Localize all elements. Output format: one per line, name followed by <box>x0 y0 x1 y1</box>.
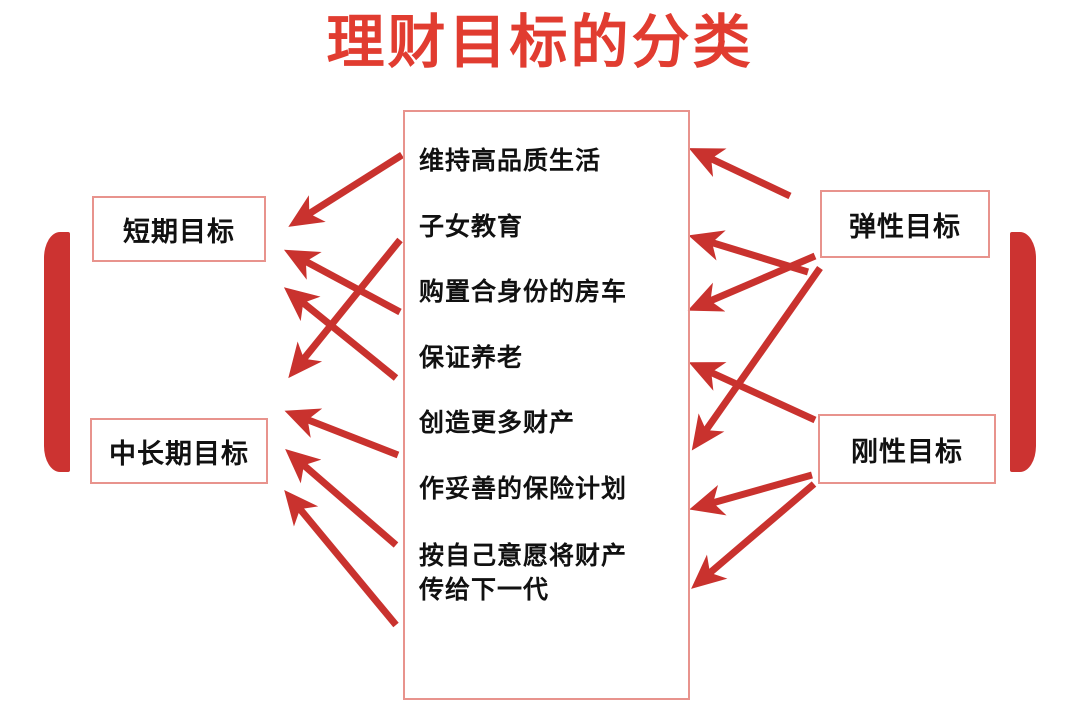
goal-item: 按自己意愿将财产 传给下一代 <box>419 541 628 604</box>
right-bracket <box>1010 232 1036 472</box>
category-box-mid-long-term[interactable]: 中长期目标 <box>90 418 268 484</box>
category-label-elastic: 弹性目标 <box>849 211 961 243</box>
arrow-rigid-to-g7 <box>691 481 817 589</box>
category-label-mid-long-term: 中长期目标 <box>109 438 249 470</box>
category-label-rigid: 刚性目标 <box>851 436 963 468</box>
category-box-elastic[interactable]: 弹性目标 <box>820 190 990 258</box>
category-box-short-term[interactable]: 短期目标 <box>92 196 266 262</box>
arrow-g6-to-midlong <box>285 449 399 548</box>
arrow-g7-to-midlong <box>284 489 399 628</box>
category-box-rigid[interactable]: 刚性目标 <box>818 414 996 484</box>
arrow-g5-to-midlong <box>284 408 400 459</box>
goal-item: 子女教育 <box>419 211 524 241</box>
goal-item: 购置合身份的房车 <box>419 277 628 306</box>
page-title: 理财目标的分类 <box>326 8 754 76</box>
goal-item: 作妥善的保险计划 <box>419 473 628 503</box>
goals-list: 维持高品质生活 子女教育 购置合身份的房车 保证养老 创造更多财产 作妥善的保险… <box>415 110 685 700</box>
arrow-rigid-to-g6 <box>689 471 813 516</box>
arrow-rigid-to-g2 <box>688 230 810 276</box>
arrow-g4-to-short <box>283 287 399 381</box>
arrow-elastic-to-g5 <box>691 265 823 451</box>
left-bracket <box>44 232 70 472</box>
arrow-elastic-to-g1 <box>688 148 792 200</box>
goal-item: 保证养老 <box>419 342 524 372</box>
goal-item: 创造更多财产 <box>419 408 576 437</box>
category-label-short-term: 短期目标 <box>123 216 235 248</box>
goal-item: 维持高品质生活 <box>419 146 602 175</box>
arrow-g2-to-midlong <box>288 237 403 379</box>
arrow-g3-to-short <box>283 249 402 316</box>
arrow-rigid-to-g4 <box>688 362 817 424</box>
arrow-g1-to-short <box>288 152 404 227</box>
goals-panel <box>403 110 690 700</box>
